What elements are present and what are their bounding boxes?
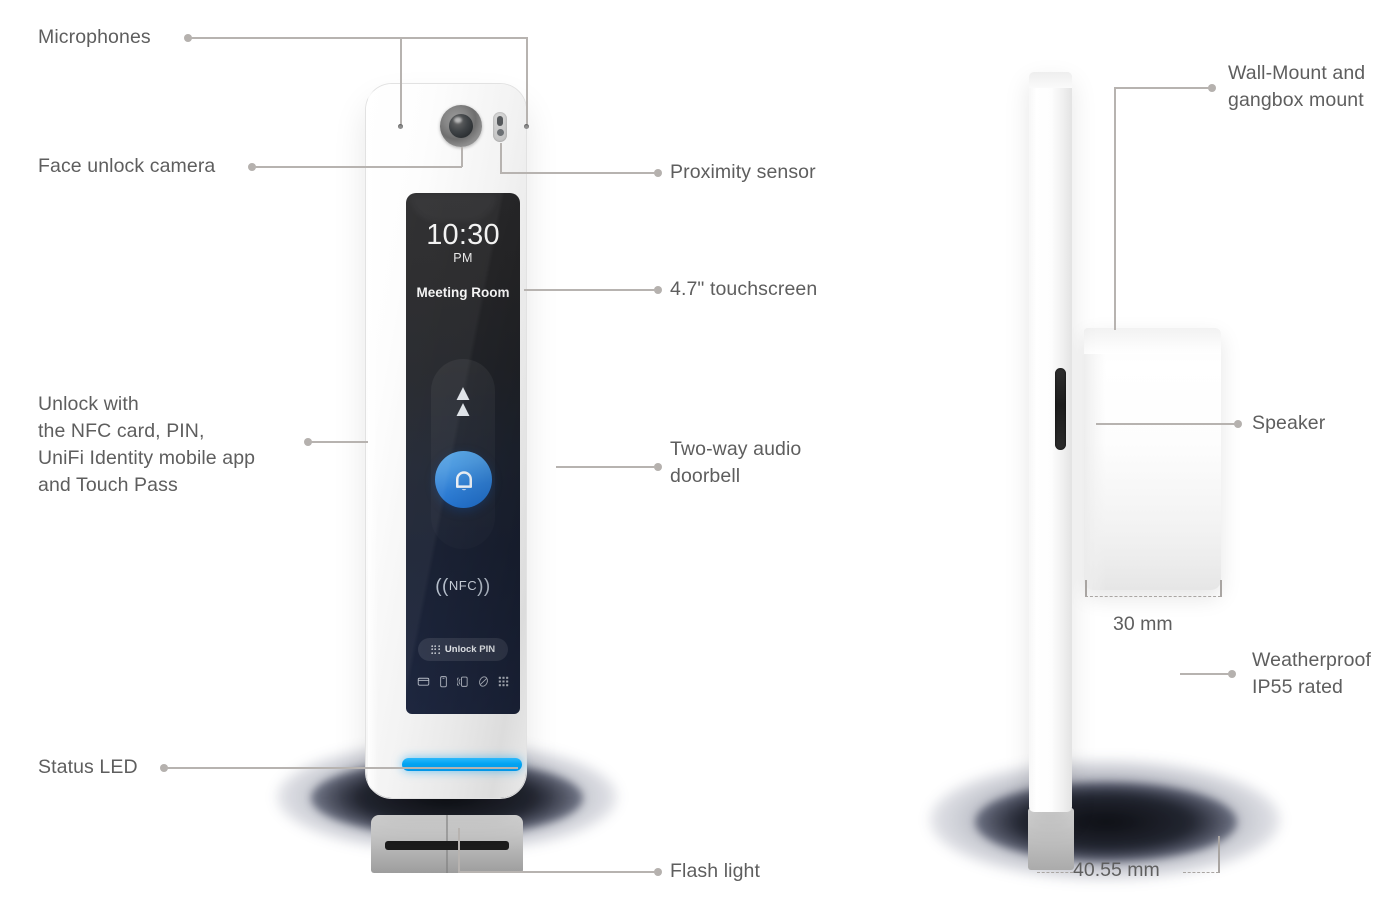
callout-two-way-audio: Two-way audio doorbell [670,438,802,487]
leader-flash-light-vertical [458,828,460,872]
leader-dot-face-unlock-camera [248,163,256,171]
status-led-indicator [402,758,522,771]
nfc-label: NFC [448,578,478,593]
leader-speaker-horizontal [1096,423,1236,425]
leader-status-led-horizontal [166,767,518,769]
doorbell-button[interactable] [435,451,492,508]
screen-clock-time: 10:30 [426,219,500,251]
width-dimension-line-left [1037,872,1073,873]
callout-flash-light: Flash light [670,860,760,882]
callout-speaker: Speaker [1252,412,1326,434]
leader-microphones-horizontal [190,37,527,39]
leader-weatherproof-horizontal [1180,673,1230,675]
microphone-left-icon [398,124,403,129]
leader-dot-proximity-sensor [654,169,662,177]
pin-keypad-icon[interactable] [497,675,510,688]
leader-dot-status-led [160,764,168,772]
leader-dot-flash-light [654,868,662,876]
touchscreen-display[interactable]: 10:30 PM Meeting Room ▲ ▲ ((NFC)) Unlock… [406,193,520,714]
depth-dimension-tick-right [1220,580,1222,597]
swipe-up-chevrons-icon: ▲ ▲ [452,380,474,421]
speaker-grille [1055,368,1066,450]
keypad-icon [430,645,440,654]
callout-unlock-methods: Unlock with the NFC card, PIN, UniFi Ide… [38,393,256,496]
leader-two-way-audio-horizontal [556,466,656,468]
width-dimension-tick-right [1218,836,1220,873]
leader-camera-vertical [461,147,463,167]
unlock-pin-label: Unlock PIN [444,644,496,655]
nfc-indicator: ((NFC)) [406,576,520,598]
nfc-right-waves: )) [477,576,491,597]
face-unlock-camera-icon [440,105,482,147]
depth-dimension-label: 30 mm [1113,613,1173,635]
callout-microphones: Microphones [38,26,151,48]
leader-flash-light-horizontal [458,871,656,873]
leader-dot-microphones [184,34,192,42]
leader-dot-wall-mount [1208,84,1216,92]
screen-room-name: Meeting Room [416,285,510,300]
depth-dimension-line [1085,596,1221,597]
touch-pass-icon[interactable] [477,675,490,688]
leader-dot-speaker [1234,420,1242,428]
proximity-sensor-icon [493,112,507,142]
leader-dot-touchscreen [654,286,662,294]
depth-dimension-tick-left [1085,580,1087,597]
unlock-method-icon-row [406,675,520,688]
side-device-base [1028,808,1074,870]
width-dimension-line-right [1183,872,1219,873]
bell-icon [455,470,472,490]
card-icon[interactable] [417,675,430,688]
nfc-tap-icon[interactable] [456,675,470,688]
leader-proximity-horizontal [500,172,656,174]
screen-clock-period: PM [453,251,473,265]
callout-face-unlock-camera: Face unlock camera [38,155,216,177]
width-dimension-label: 40.55 mm [1073,859,1160,881]
wall-mount-gangbox [1084,328,1221,590]
leader-unlock-horizontal [310,441,368,443]
leader-proximity-vertical [500,143,502,173]
leader-wall-mount-vertical [1114,87,1116,330]
leader-dot-weatherproof [1228,670,1236,678]
side-device-floor-shadow [975,782,1237,862]
callout-weatherproof: Weatherproof IP55 rated [1252,649,1371,698]
leader-wall-mount-horizontal [1114,87,1210,89]
screen-top-reflection [410,195,496,221]
leader-microphone-right-vertical [526,37,528,124]
leader-dot-two-way-audio [654,463,662,471]
callout-touchscreen: 4.7" touchscreen [670,278,818,300]
callout-wall-mount: Wall-Mount and gangbox mount [1228,62,1366,111]
leader-microphone-left-vertical [400,37,402,124]
leader-dot-unlock-methods [304,438,312,446]
nfc-left-waves: (( [435,576,449,597]
unlock-pin-button[interactable]: Unlock PIN [418,638,508,661]
leader-camera-horizontal [254,166,462,168]
front-device-base [371,815,523,873]
microphone-right-icon [524,124,529,129]
mobile-phone-icon[interactable] [437,675,450,688]
leader-touchscreen-horizontal [524,289,656,291]
callout-status-led: Status LED [38,756,138,778]
flash-light-slot [385,841,509,850]
callout-proximity-sensor: Proximity sensor [670,161,816,183]
